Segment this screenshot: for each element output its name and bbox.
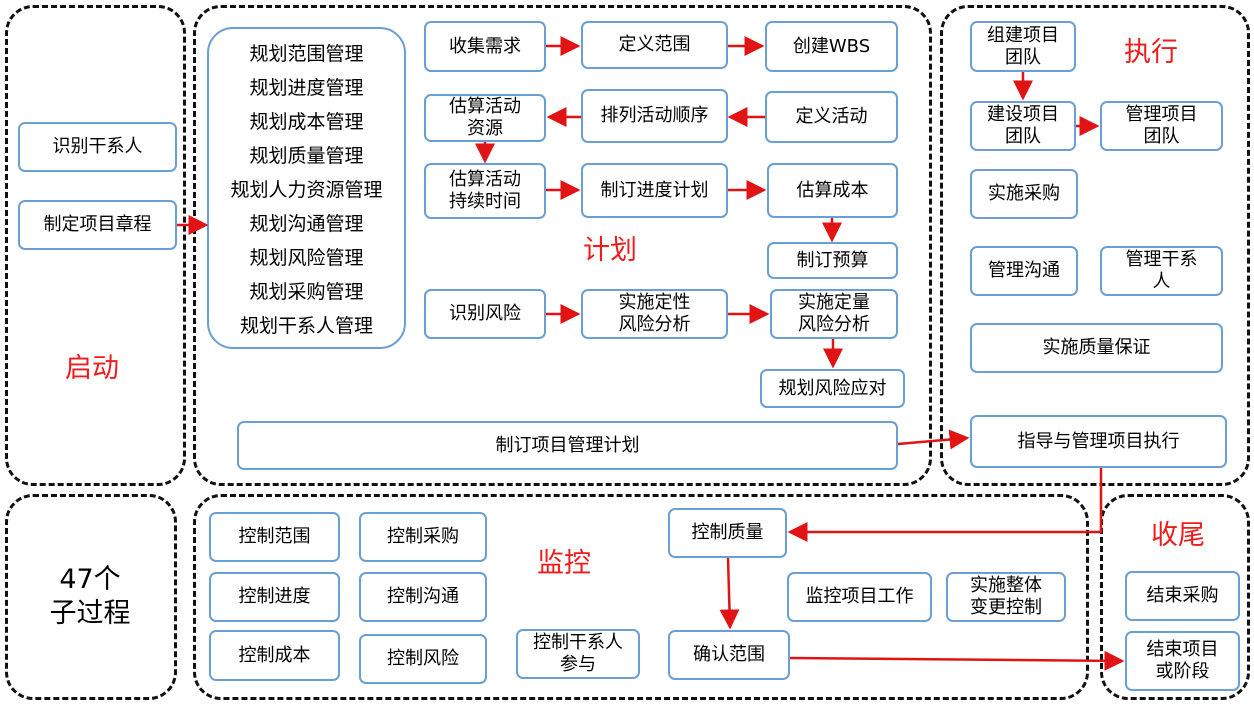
close-project-box: 结束项目 或阶段 (1125, 631, 1240, 691)
total-processes-label: 47个 子过程 (49, 564, 131, 629)
flow-arrow (787, 468, 1103, 542)
define-scope-box: 定义范围 (581, 21, 728, 69)
flow-arrow (897, 429, 970, 450)
define-activities-box: 定义活动 (765, 91, 898, 143)
close-procurements-box: 结束采购 (1125, 571, 1240, 621)
plan-list-item: 规划风险管理 (249, 246, 364, 269)
determine-budget-box: 制订预算 (767, 242, 898, 279)
monitor-title: 监控 (537, 548, 591, 579)
develop-pm-plan-box: 制订项目管理计划 (237, 421, 898, 470)
planning-management-list: 规划范围管理 规划进度管理 规划成本管理 规划质量管理 规划人力资源管理 规划沟… (207, 27, 406, 349)
close-region (1100, 494, 1250, 700)
total-region (5, 494, 177, 700)
quantitative-risk-box: 实施定量 风险分析 (770, 289, 898, 339)
flow-arrow (789, 650, 1125, 671)
direct-manage-work-box: 指导与管理项目执行 (970, 415, 1227, 468)
identify-risks-box: 识别风险 (424, 289, 546, 339)
collect-requirements-box: 收集需求 (424, 21, 546, 72)
estimate-resources-box: 估算活动 资源 (424, 94, 546, 142)
estimate-costs-box: 估算成本 (767, 163, 898, 218)
validate-scope-box: 确认范围 (668, 630, 790, 680)
monitor-region (193, 494, 1089, 700)
control-stakeholder-box: 控制干系人 参与 (516, 629, 640, 679)
control-scope-box: 控制范围 (209, 512, 340, 562)
develop-schedule-box: 制订进度计划 (581, 163, 728, 218)
qualitative-risk-box: 实施定性 风险分析 (581, 289, 728, 339)
develop-charter-box: 制定项目章程 (18, 200, 177, 250)
execute-region (940, 5, 1250, 486)
develop-team-box: 建设项目 团队 (970, 101, 1076, 151)
manage-stakeholders-box: 管理干系 人 (1100, 246, 1223, 296)
flow-arrow (719, 557, 740, 630)
quality-assurance-box: 实施质量保证 (970, 323, 1223, 373)
control-communications-box: 控制沟通 (359, 572, 487, 622)
plan-list-item: 规划进度管理 (249, 76, 364, 99)
acquire-team-box: 组建项目 团队 (970, 21, 1076, 72)
plan-list-item: 规划成本管理 (249, 110, 364, 133)
execute-title: 执行 (1124, 37, 1178, 68)
plan-list-item: 规划范围管理 (249, 42, 364, 65)
create-wbs-box: 创建WBS (765, 21, 898, 72)
plan-list-item: 规划采购管理 (249, 280, 364, 303)
plan-region (193, 5, 932, 486)
manage-team-box: 管理项目 团队 (1100, 101, 1223, 151)
plan-list-item: 规划人力资源管理 (230, 178, 383, 201)
plan-risk-responses-box: 规划风险应对 (760, 369, 905, 408)
identify-stakeholders-box: 识别干系人 (18, 122, 177, 172)
control-quality-box: 控制质量 (668, 508, 787, 558)
monitor-work-box: 监控项目工作 (787, 572, 932, 622)
control-schedule-box: 控制进度 (209, 572, 340, 622)
control-procurements-box: 控制采购 (359, 512, 487, 562)
conduct-procurements-box: 实施采购 (970, 169, 1078, 219)
manage-communications-box: 管理沟通 (970, 246, 1078, 296)
plan-list-item: 规划沟通管理 (249, 212, 364, 235)
plan-title: 计划 (583, 235, 637, 266)
plan-list-item: 规划干系人管理 (239, 314, 373, 337)
integrated-change-control-box: 实施整体 变更控制 (946, 572, 1066, 622)
control-risks-box: 控制风险 (359, 634, 487, 684)
control-costs-box: 控制成本 (209, 630, 340, 681)
plan-list-item: 规划质量管理 (249, 144, 364, 167)
sequence-activities-box: 排列活动顺序 (581, 89, 728, 143)
close-title: 收尾 (1151, 520, 1205, 551)
estimate-durations-box: 估算活动 持续时间 (424, 163, 546, 219)
initiate-title: 启动 (65, 353, 119, 384)
initiate-region (5, 5, 186, 486)
